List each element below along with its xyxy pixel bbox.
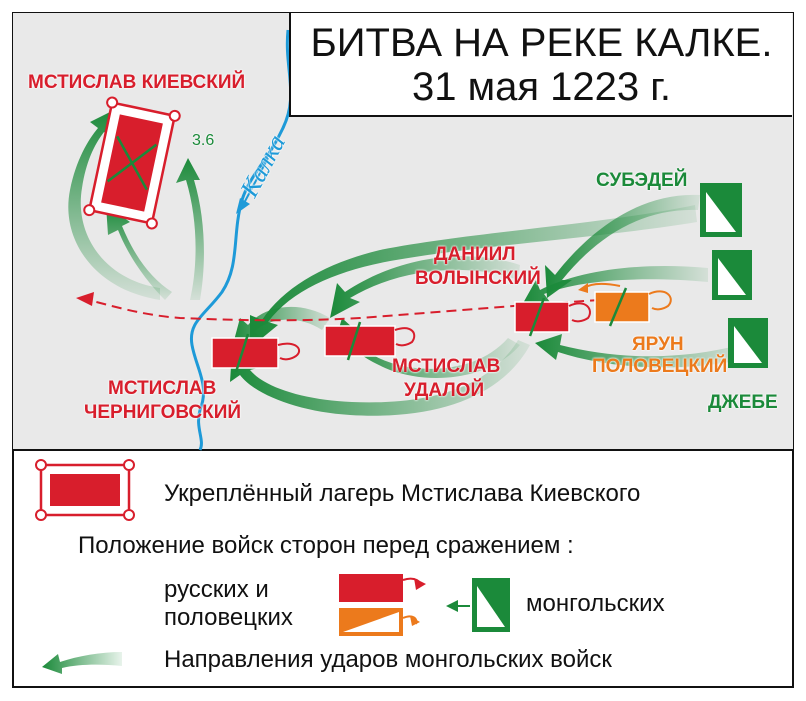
label-mstislav-udaloy-2: УДАЛОЙ	[404, 380, 485, 401]
title-box: БИТВА НА РЕКЕ КАЛКЕ. 31 мая 1223 г.	[289, 13, 792, 117]
label-yarun-2: ПОЛОВЕЦКИЙ	[592, 356, 728, 377]
label-daniil-2: ВОЛЫНСКИЙ	[415, 268, 541, 289]
label-mstislav-chernigov-1: МСТИСЛАВ	[108, 378, 217, 399]
label-yarun-1: ЯРУН	[632, 334, 684, 355]
legend-camp-text: Укреплённый лагерь Мстислава Киевского	[164, 480, 641, 507]
river-flow-arrow	[236, 157, 269, 214]
russian-army-icon	[514, 297, 591, 337]
label-height-mark: 3.6	[192, 132, 215, 149]
strike-arrow-icon	[334, 318, 520, 378]
polovtsian-army-icon	[578, 282, 672, 327]
label-mstislav-chernigov-2: ЧЕРНИГОВСКИЙ	[84, 402, 242, 423]
legend-strikes-text: Направления ударов монгольских войск	[164, 646, 612, 673]
kalka-river	[189, 29, 293, 451]
mongol-army-icon	[700, 183, 742, 237]
label-jebe: ДЖЕБЕ	[708, 392, 778, 413]
label-mstislav-udaloy-1: МСТИСЛАВ	[392, 356, 501, 377]
legend-positions-heading: Положение войск сторон перед сражением :	[78, 532, 574, 559]
map-title: БИТВА НА РЕКЕ КАЛКЕ.	[310, 21, 773, 65]
legend-russian-text-1: русских и	[164, 576, 269, 603]
legend-mongol-text: монгольских	[526, 590, 665, 617]
mongol-army-icon	[712, 250, 752, 300]
strike-arrow-icon	[230, 340, 530, 416]
label-mstislav-kievsky: МСТИСЛАВ КИЕВСКИЙ	[28, 72, 246, 93]
label-daniil-1: ДАНИИЛ	[434, 244, 516, 265]
legend-mongol-icon	[446, 578, 510, 632]
strike-arrow-icon	[535, 334, 742, 368]
russian-army-icon	[324, 321, 416, 361]
fortified-camp-icon	[83, 96, 181, 230]
strike-arrow-icon	[68, 108, 160, 300]
map-date: 31 мая 1223 г.	[411, 65, 672, 109]
strike-arrow-icon	[522, 266, 708, 305]
mongol-army-icon	[728, 318, 768, 368]
label-subedei: СУБЭДЕЙ	[596, 170, 688, 191]
legend-camp-icon	[35, 459, 135, 521]
strike-arrow-icon	[176, 158, 204, 300]
strike-arrow-icon	[250, 205, 697, 348]
retreat-arrowhead	[76, 292, 94, 306]
legend-russian-text-2: половецких	[164, 604, 293, 631]
retreat-arrow-icon	[87, 299, 601, 322]
strike-arrow-icon	[106, 205, 172, 300]
strike-arrow-icon	[330, 256, 520, 318]
legend-polovtsian-icon	[339, 608, 420, 636]
legend-russian-icon	[339, 574, 426, 602]
russian-army-icon	[211, 333, 301, 373]
legend-strike-arrow-icon	[42, 652, 122, 674]
